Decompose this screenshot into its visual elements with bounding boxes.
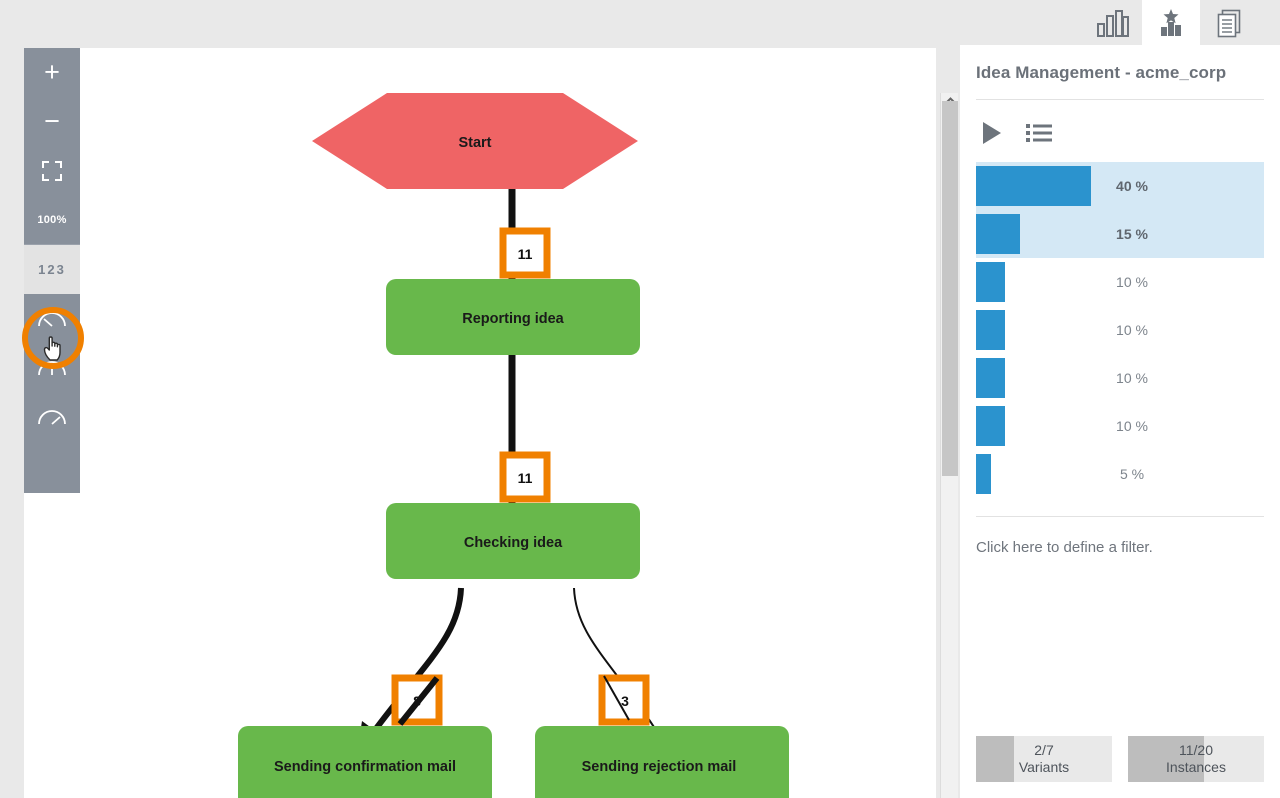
instances-stat-fill <box>1128 736 1204 782</box>
diagram-canvas-area: Start Reporting idea Checking idea Sendi… <box>0 45 960 798</box>
gauge-low-button[interactable] <box>24 294 80 343</box>
variant-value: 40 % <box>1116 178 1148 194</box>
fit-screen-button[interactable] <box>24 146 80 195</box>
gauge-mid-button[interactable] <box>24 343 80 392</box>
canvas-toolbar: + − 100% 123 <box>24 48 80 493</box>
variant-bar-zone <box>976 450 1104 498</box>
stats-bar: 2/7 Variants 11/20 Instances <box>976 736 1264 782</box>
variant-bar-zone <box>976 354 1104 402</box>
instances-stat-label: Instances <box>1166 759 1226 775</box>
variant-bar <box>976 454 991 494</box>
instances-stat-value: 11/20 <box>1179 742 1213 759</box>
play-button[interactable] <box>980 120 1004 146</box>
zoom-out-button[interactable]: − <box>44 106 60 136</box>
tab-documents[interactable] <box>1200 0 1258 45</box>
variant-value: 15 % <box>1116 226 1148 242</box>
node-start-label: Start <box>458 135 491 151</box>
variant-bar <box>976 358 1005 398</box>
variant-row[interactable]: 40 % <box>976 162 1264 210</box>
edge-label-checking-to-confirmation[interactable]: 8 <box>369 588 461 738</box>
numbers-toggle-button[interactable]: 123 <box>24 245 80 294</box>
bar-chart-icon <box>1097 9 1129 37</box>
edge-label-checking-to-rejection[interactable]: 3 <box>598 674 650 726</box>
fit-screen-icon <box>42 160 62 181</box>
edge-label-text: 3 <box>621 693 629 709</box>
variant-row[interactable]: 10 % <box>976 402 1264 450</box>
canvas-vertical-scrollbar[interactable] <box>940 93 958 798</box>
gauge-mid-icon <box>38 360 66 375</box>
node-sending-confirmation-mail[interactable]: Sending confirmation mail <box>238 726 492 798</box>
panel-title: Idea Management - acme_corp <box>976 63 1227 82</box>
play-icon <box>983 122 1001 144</box>
variant-row[interactable]: 10 % <box>976 354 1264 402</box>
node-reporting-idea-label: Reporting idea <box>462 311 564 327</box>
node-sending-confirmation-mail-label: Sending confirmation mail <box>274 759 456 775</box>
edge-checking-to-rejection <box>573 587 672 750</box>
variant-row[interactable]: 15 % <box>976 210 1264 258</box>
variant-row[interactable]: 5 % <box>976 450 1264 498</box>
variant-row[interactable]: 10 % <box>976 306 1264 354</box>
process-map-canvas[interactable]: Start Reporting idea Checking idea Sendi… <box>24 48 936 798</box>
node-checking-idea[interactable]: Checking idea <box>386 503 640 579</box>
scrollbar-thumb[interactable] <box>942 101 958 476</box>
node-reporting-idea[interactable]: Reporting idea <box>386 279 640 355</box>
gauge-low-icon <box>38 311 66 327</box>
edge-label-start-to-reporting[interactable]: 11 <box>499 227 551 279</box>
panel-action-bar <box>976 118 1264 148</box>
top-tab-bar <box>0 0 1280 45</box>
variant-bar-zone <box>976 162 1104 210</box>
zoom-in-button[interactable]: + <box>44 57 60 87</box>
variant-bar-zone <box>976 258 1104 306</box>
variant-bar-zone <box>976 402 1104 450</box>
variant-row[interactable]: 10 % <box>976 258 1264 306</box>
variant-bar-zone <box>976 210 1104 258</box>
bar-chart-star-icon <box>1161 8 1181 36</box>
filter-hint[interactable]: Click here to define a filter. <box>976 539 1153 556</box>
panel-divider-bottom <box>976 516 1264 517</box>
variant-value: 10 % <box>1116 418 1148 434</box>
list-view-button[interactable] <box>1026 122 1052 144</box>
gauge-high-icon <box>38 409 66 425</box>
documents-icon <box>1217 9 1241 37</box>
panel-divider-top <box>976 99 1264 100</box>
variant-value: 10 % <box>1116 322 1148 338</box>
variant-bar <box>976 262 1005 302</box>
tab-bar-chart[interactable] <box>1084 0 1142 45</box>
variant-value: 10 % <box>1116 370 1148 386</box>
right-panel: Idea Management - acme_corp <box>960 45 1280 798</box>
edge-label-text: 11 <box>518 246 533 262</box>
variant-value: 10 % <box>1116 274 1148 290</box>
variant-bar <box>976 406 1005 446</box>
instances-stat-text: 11/20 Instances <box>1128 736 1264 782</box>
list-icon <box>1026 124 1052 142</box>
variants-stat-label: Variants <box>1018 759 1070 775</box>
gauge-high-button[interactable] <box>24 392 80 441</box>
instances-stat[interactable]: 11/20 Instances <box>1128 736 1264 782</box>
variant-bar <box>976 310 1005 350</box>
variants-stat[interactable]: 2/7 Variants <box>976 736 1112 782</box>
variant-bar-zone <box>976 306 1104 354</box>
variants-stat-value: 2/7 <box>1034 742 1054 759</box>
node-start[interactable]: Start <box>312 93 638 189</box>
tab-bar-chart-star[interactable] <box>1142 0 1200 45</box>
variant-bar <box>976 214 1020 254</box>
variant-bar <box>976 166 1091 206</box>
process-map-svg: Start Reporting idea Checking idea Sendi… <box>238 93 789 798</box>
variants-stat-text: 2/7 Variants <box>976 736 1112 782</box>
node-checking-idea-label: Checking idea <box>464 535 563 551</box>
node-sending-rejection-mail-label: Sending rejection mail <box>582 759 737 775</box>
variant-value: 5 % <box>1119 466 1145 482</box>
variants-stat-fill <box>976 736 1014 782</box>
zoom-level-button[interactable]: 100% <box>37 213 67 226</box>
edge-label-reporting-to-checking[interactable]: 11 <box>499 451 551 503</box>
node-sending-rejection-mail[interactable]: Sending rejection mail <box>535 726 789 798</box>
edge-label-text: 11 <box>518 470 533 486</box>
toolbar-divider <box>24 244 80 245</box>
variant-bar-list: 40 % 15 % 10 % 10 % <box>976 162 1264 498</box>
